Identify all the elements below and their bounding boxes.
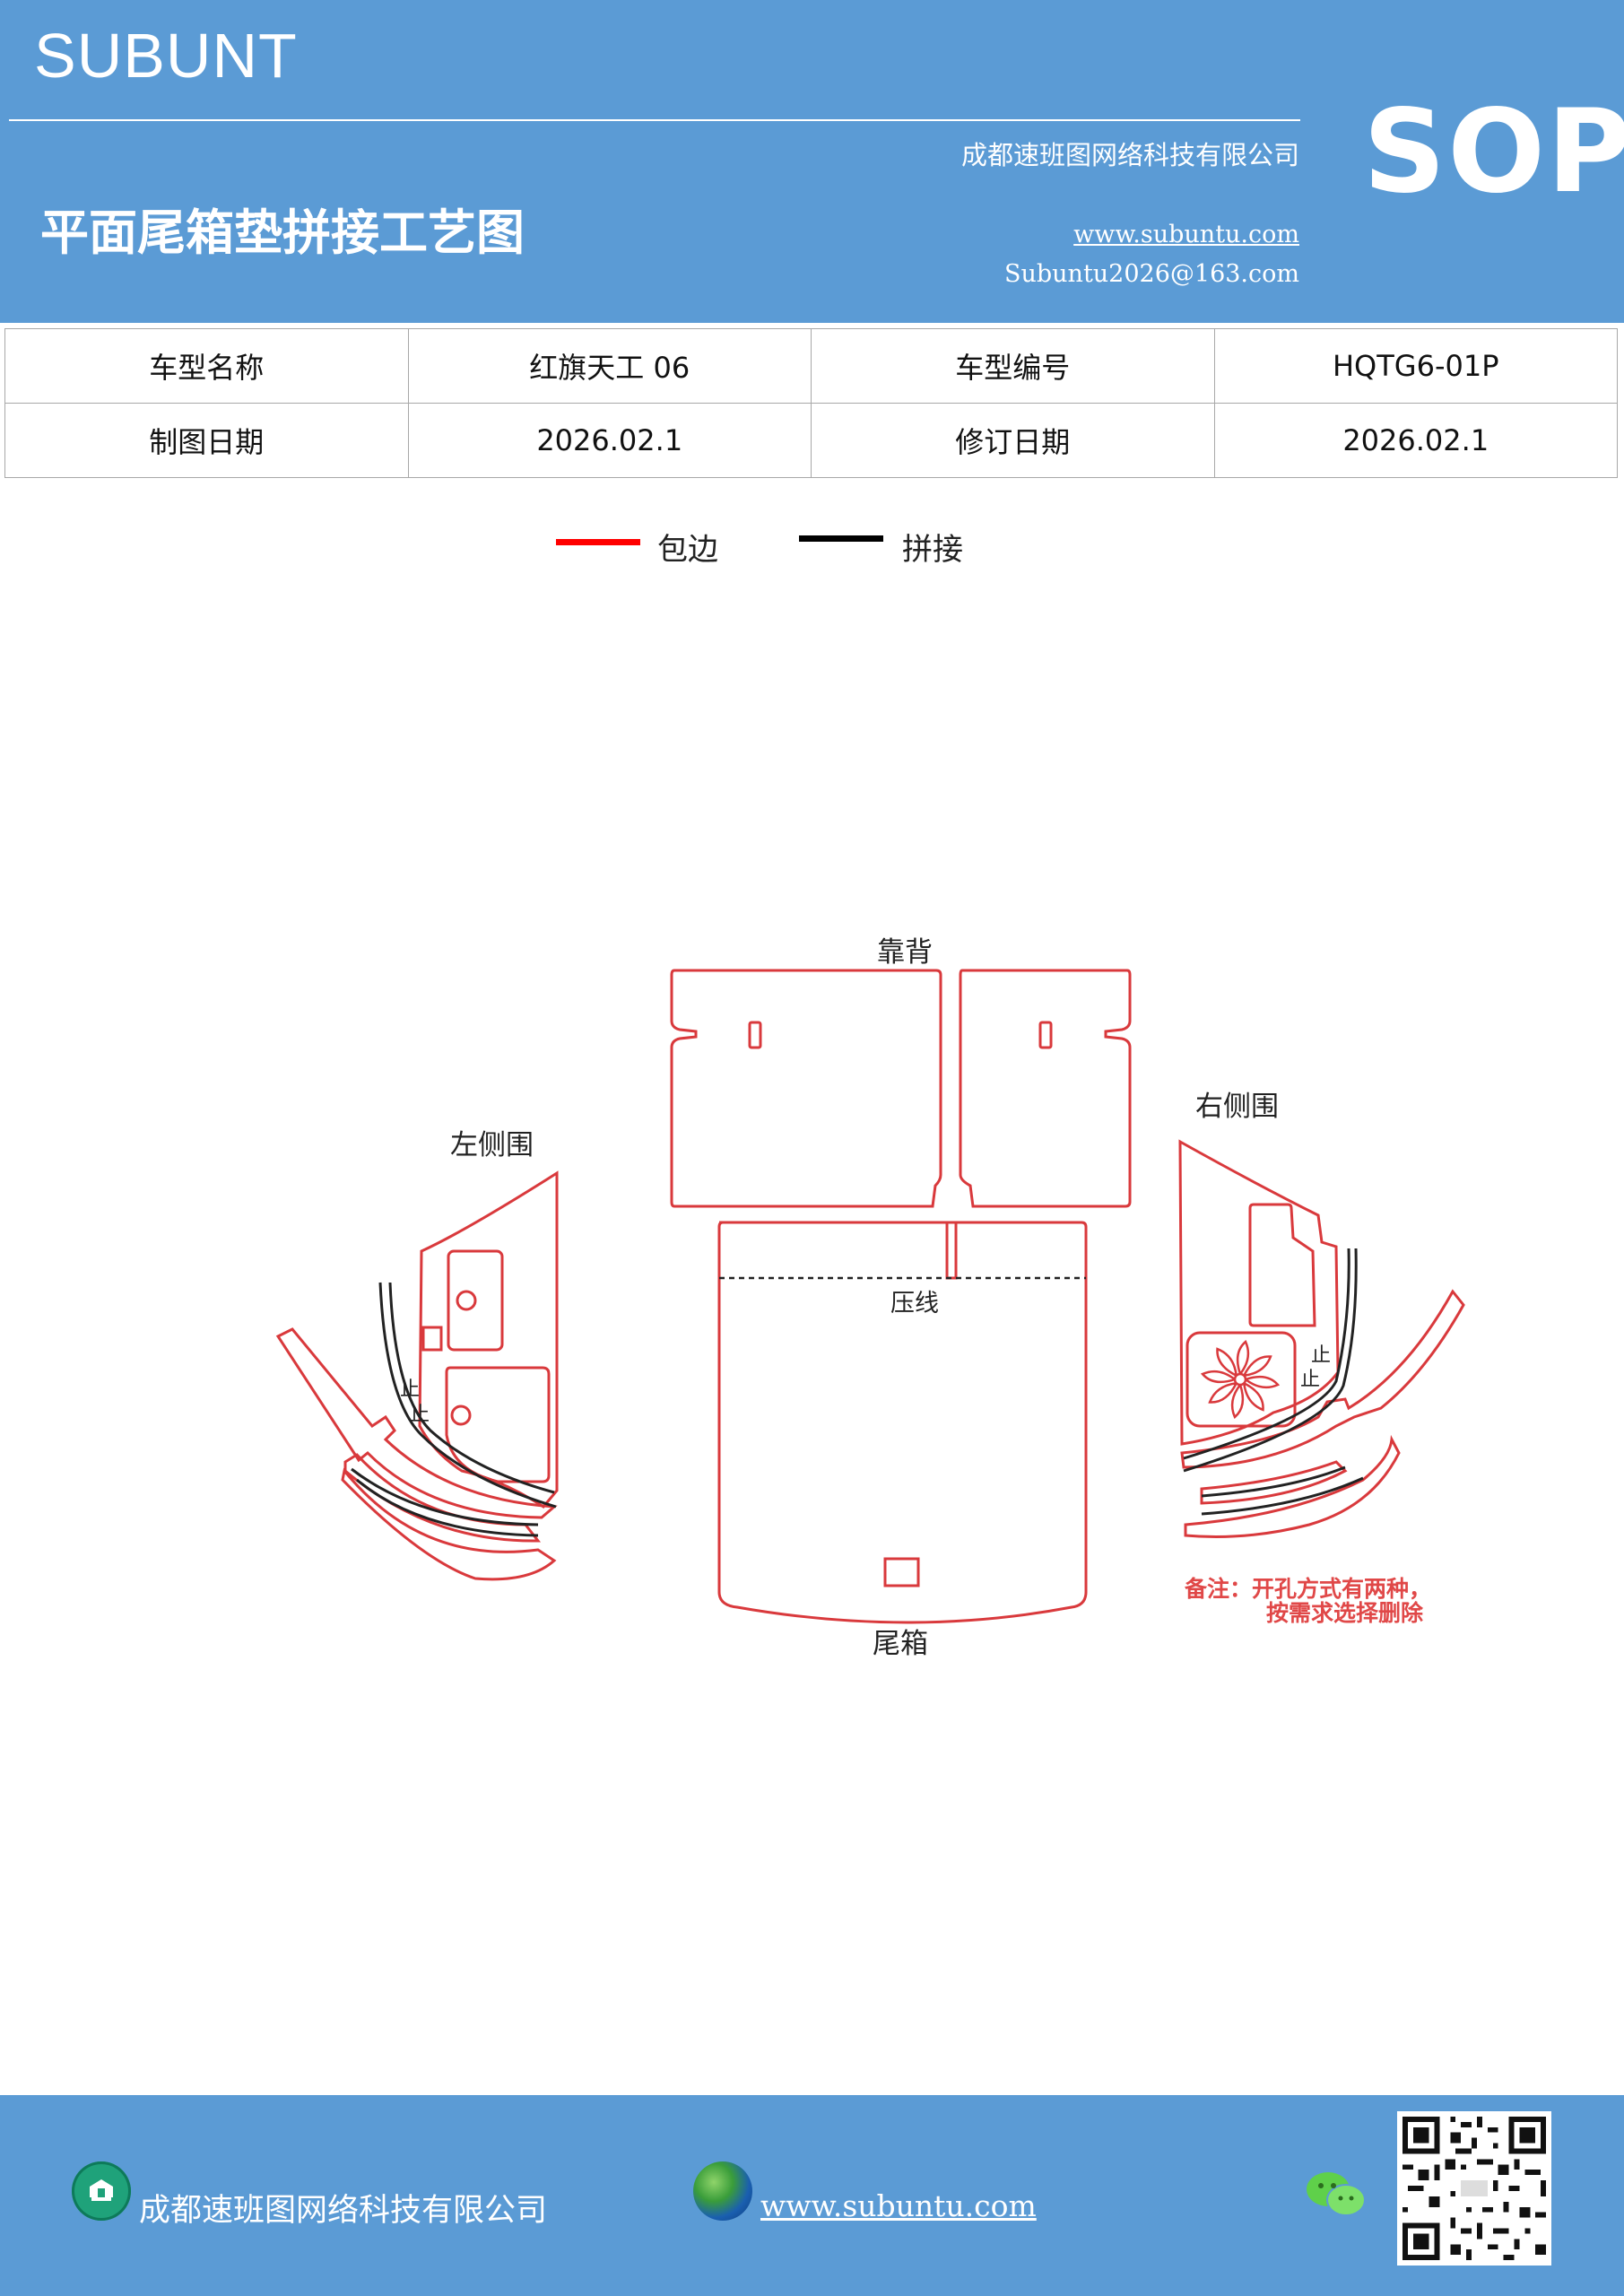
backrest-label: 靠背 xyxy=(877,936,933,969)
right-side-label: 右侧围 xyxy=(1195,1091,1279,1123)
model-code-value: HQTG6-01P xyxy=(1213,328,1618,404)
legend: 包边 拼接 xyxy=(0,525,1624,578)
backrest-right-panel xyxy=(959,969,1132,1208)
table-row: 制图日期 2026.02.1 修订日期 2026.02.1 xyxy=(4,403,1618,478)
right-side-cutout-a xyxy=(1248,1203,1316,1327)
legend-edge-line xyxy=(556,539,640,545)
header-banner: SUBUNT 成都速班图网络科技有限公司 平面尾箱垫拼接工艺图 www.subu… xyxy=(0,0,1624,323)
model-name-label: 车型名称 xyxy=(4,328,409,404)
left-side-splice-3 xyxy=(356,1478,539,1537)
right-side-splice-4 xyxy=(1201,1476,1364,1516)
page-title: 平面尾箱垫拼接工艺图 xyxy=(40,204,525,261)
right-side-panel xyxy=(1178,1139,1340,1446)
right-side-splice-2 xyxy=(1183,1248,1358,1473)
trunk-floor-panel xyxy=(717,1221,1088,1624)
stop-label: 止 xyxy=(1311,1344,1331,1367)
website-link[interactable]: www.subuntu.com xyxy=(1073,221,1299,248)
brand-name: SUBUNT xyxy=(34,21,298,91)
legend-splice-line xyxy=(799,535,883,542)
note-line-2: 按需求选择删除 xyxy=(1266,1600,1424,1626)
note-line-1: 备注：开孔方式有两种， xyxy=(1184,1576,1431,1602)
footer-banner: 成都速班图网络科技有限公司 www.subuntu.com xyxy=(0,2095,1624,2296)
legend-splice-label: 拼接 xyxy=(902,532,963,568)
table-row: 车型名称 红旗天工 06 车型编号 HQTG6-01P xyxy=(4,328,1618,404)
stop-label: 止 xyxy=(410,1404,430,1426)
model-code-label: 车型编号 xyxy=(811,328,1215,404)
left-side-strip-lower xyxy=(343,1453,542,1543)
stop-label: 止 xyxy=(1300,1369,1320,1391)
right-side-strip-tail xyxy=(1184,1434,1401,1538)
footer-company-name: 成都速班图网络科技有限公司 xyxy=(139,2193,548,2229)
header-divider xyxy=(9,119,1300,121)
left-side-splice-2 xyxy=(388,1282,555,1494)
revise-date-value: 2026.02.1 xyxy=(1213,403,1618,478)
right-side-strip-lower xyxy=(1200,1460,1348,1505)
left-side-notch xyxy=(421,1326,443,1352)
fan-icon xyxy=(1200,1339,1281,1420)
left-side-hole-b xyxy=(450,1405,472,1426)
legend-edge-label: 包边 xyxy=(657,532,718,568)
right-side-fan-cutout xyxy=(1185,1331,1297,1428)
left-side-strip-tail xyxy=(341,1467,557,1581)
company-name: 成都速班图网络科技有限公司 xyxy=(960,140,1299,170)
footer-website-link[interactable]: www.subuntu.com xyxy=(760,2188,1037,2223)
draw-date-label: 制图日期 xyxy=(4,403,409,478)
info-table: 车型名称 红旗天工 06 车型编号 HQTG6-01P 制图日期 2026.02… xyxy=(4,328,1618,478)
left-side-cutout-a xyxy=(447,1249,504,1352)
backrest-left-slot xyxy=(748,1021,762,1049)
left-side-cutout-b xyxy=(445,1366,551,1483)
trunk-floor-splice xyxy=(945,1222,958,1280)
backrest-right-slot xyxy=(1038,1021,1053,1049)
left-side-label: 左侧围 xyxy=(450,1129,534,1161)
sop-badge: SOP xyxy=(1363,85,1624,219)
revise-date-label: 修订日期 xyxy=(811,403,1215,478)
backrest-left-panel xyxy=(670,969,942,1208)
qr-code[interactable] xyxy=(1397,2111,1551,2266)
trunk-label: 尾箱 xyxy=(873,1628,928,1660)
trunk-floor-cutout xyxy=(883,1557,920,1587)
stop-label: 止 xyxy=(400,1378,420,1401)
left-side-splice-4 xyxy=(351,1467,539,1526)
draw-date-value: 2026.02.1 xyxy=(407,403,812,478)
model-name-value: 红旗天工 06 xyxy=(407,328,812,404)
email-address[interactable]: Subuntu2026@163.com xyxy=(1004,260,1299,288)
left-side-splice-1 xyxy=(378,1282,557,1509)
building-icon xyxy=(72,2161,131,2221)
crease-label: 压线 xyxy=(890,1290,939,1318)
left-side-hole-a xyxy=(456,1290,477,1311)
globe-icon xyxy=(693,2161,752,2221)
right-side-splice-1 xyxy=(1183,1248,1350,1460)
right-side-splice-3 xyxy=(1201,1465,1346,1498)
wechat-icon[interactable] xyxy=(1305,2170,1368,2220)
right-side-strip-upper xyxy=(1180,1289,1465,1469)
